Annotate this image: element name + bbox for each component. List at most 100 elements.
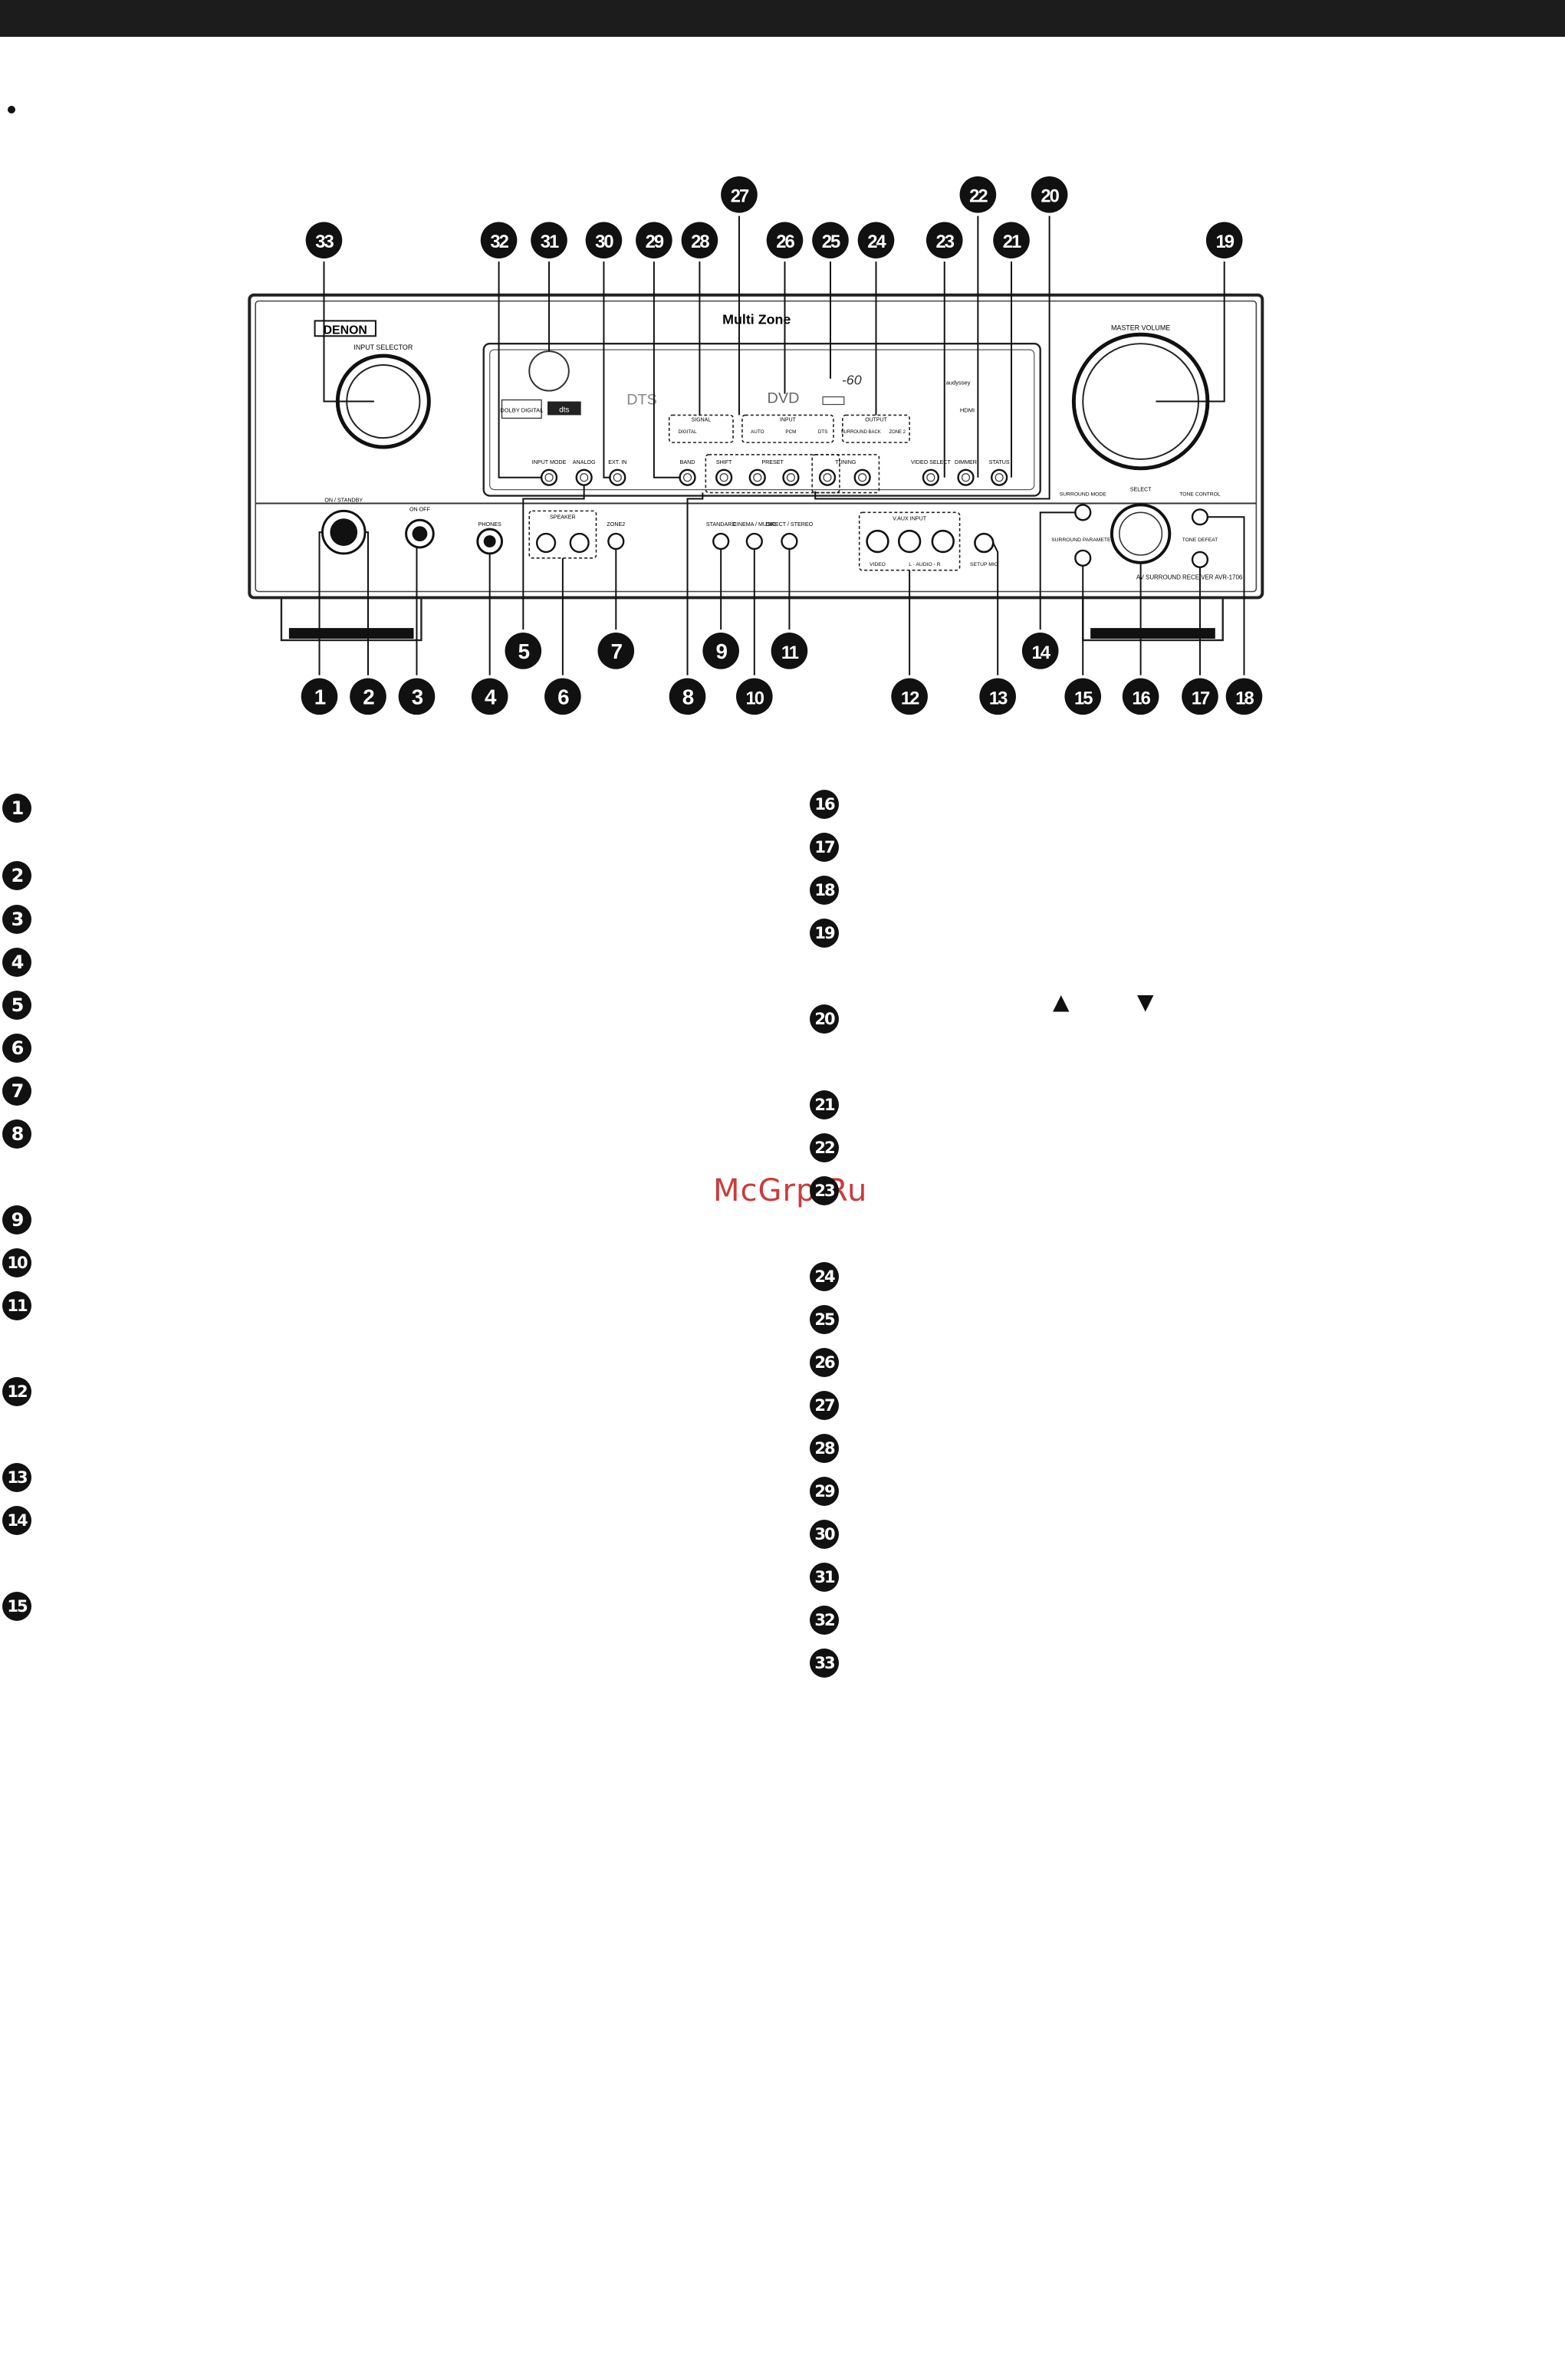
- front-panel-diagram: DENON INPUT SELECTOR MASTER VOLUME Multi…: [0, 169, 1565, 736]
- tuning-label: TUNING: [835, 459, 856, 465]
- svg-text:21: 21: [1003, 232, 1021, 252]
- power-button[interactable]: [405, 518, 435, 549]
- svg-text:18: 18: [1235, 688, 1254, 708]
- description-marker-5: 5: [2, 991, 31, 1020]
- callout-22: 22: [959, 176, 997, 213]
- video-select-button[interactable]: [922, 468, 939, 486]
- callout-29: 29: [636, 222, 672, 259]
- v-aux-audio-r-jack[interactable]: [931, 529, 955, 554]
- audyssey-logo: audyssey: [946, 380, 971, 386]
- description-marker-16: 16: [810, 790, 839, 819]
- ext-in-label: EXT. IN: [608, 459, 626, 465]
- svg-text:22: 22: [969, 186, 988, 207]
- callout-1: 1: [301, 678, 338, 715]
- description-marker-14: 14: [2, 1506, 31, 1535]
- v-aux-audio-l-jack[interactable]: [897, 529, 922, 554]
- multi-zone-logo: Multi Zone: [722, 311, 791, 327]
- svg-text:2: 2: [363, 685, 374, 708]
- callout-28: 28: [681, 222, 718, 259]
- status-label: STATUS: [989, 459, 1010, 465]
- description-marker-27: 27: [810, 1391, 839, 1420]
- callout-13: 13: [979, 678, 1016, 715]
- tone-control-label: TONE CONTROL: [1179, 492, 1221, 498]
- description-marker-6: 6: [2, 1034, 31, 1063]
- direct-stereo-label: DIRECT / STEREO: [766, 521, 814, 528]
- status-button[interactable]: [991, 468, 1008, 486]
- callout-5: 5: [505, 633, 542, 669]
- svg-text:26: 26: [776, 232, 794, 252]
- svg-text:20: 20: [1041, 186, 1059, 207]
- description-marker-13: 13: [2, 1463, 31, 1492]
- preset-up-button[interactable]: [782, 468, 800, 486]
- description-marker-3: 3: [2, 905, 31, 934]
- standard-label: STANDARD: [706, 521, 736, 528]
- power-label: ON OFF: [409, 506, 431, 512]
- description-marker-32: 32: [810, 1606, 839, 1635]
- tuning-down-button[interactable]: [818, 468, 837, 486]
- header-bar: [0, 0, 1565, 37]
- description-marker-9: 9: [2, 1205, 31, 1234]
- v-aux-input-label: V.AUX INPUT: [893, 515, 927, 521]
- callout-17: 17: [1182, 678, 1218, 715]
- description-marker-29: 29: [810, 1477, 839, 1506]
- display-window: [482, 342, 1041, 497]
- callout-21: 21: [993, 222, 1030, 259]
- description-marker-4: 4: [2, 948, 31, 977]
- callout-18: 18: [1225, 678, 1263, 715]
- callout-33: 33: [305, 222, 343, 259]
- callout-9: 9: [702, 633, 739, 669]
- description-marker-11: 11: [2, 1291, 31, 1320]
- audio-lr-label: L - AUDIO - R: [909, 562, 940, 567]
- description-marker-24: 24: [810, 1262, 839, 1291]
- tuning-up-button[interactable]: [853, 468, 871, 486]
- auto-label: AUTO: [751, 429, 764, 435]
- preset-down-button[interactable]: [748, 468, 766, 486]
- svg-text:7: 7: [611, 639, 623, 663]
- svg-text:24: 24: [867, 232, 886, 252]
- dimmer-button[interactable]: [957, 468, 975, 486]
- video-jack-label: VIDEO: [870, 562, 886, 567]
- description-marker-31: 31: [810, 1563, 839, 1592]
- svg-text:10: 10: [746, 688, 764, 708]
- select-label: SELECT: [1130, 487, 1152, 493]
- speaker-b-button[interactable]: [569, 532, 590, 554]
- display-main-text: DVD: [768, 390, 800, 407]
- callout-23: 23: [926, 222, 963, 259]
- front-panel-svg: DENON INPUT SELECTOR MASTER VOLUME Multi…: [248, 176, 1264, 715]
- callout-24: 24: [857, 222, 895, 259]
- callout-12: 12: [891, 678, 928, 715]
- callout-19: 19: [1205, 222, 1243, 259]
- band-button[interactable]: [679, 468, 696, 486]
- model-label: AV SURROUND RECEIVER AVR-1706: [1136, 574, 1243, 581]
- on-standby-label: ON / STANDBY: [324, 497, 363, 503]
- speaker-a-button[interactable]: [535, 532, 557, 554]
- svg-text:6: 6: [557, 685, 569, 708]
- speaker-label: SPEAKER: [550, 514, 576, 520]
- description-marker-8: 8: [2, 1119, 31, 1149]
- svg-text:12: 12: [901, 688, 919, 708]
- description-marker-10: 10: [2, 1248, 31, 1277]
- shift-button[interactable]: [715, 468, 733, 486]
- v-aux-video-jack[interactable]: [866, 529, 889, 554]
- svg-text:28: 28: [691, 232, 709, 252]
- hdmi-logo: HDMI: [960, 406, 975, 413]
- chassis: [248, 293, 1264, 600]
- signal-label: SIGNAL: [692, 417, 712, 422]
- svg-text:25: 25: [822, 232, 840, 252]
- callout-8: 8: [669, 678, 706, 715]
- description-marker-28: 28: [810, 1434, 839, 1463]
- cinema-music-label: CINEMA / MUSIC: [733, 521, 776, 528]
- video-select-label: VIDEO SELECT: [911, 459, 952, 465]
- pcm-label: PCM: [785, 429, 796, 435]
- setup-mic-label: SETUP MIC: [970, 562, 998, 567]
- svg-text:1: 1: [314, 685, 326, 708]
- up-arrow-icon: ▲: [1053, 989, 1070, 1014]
- input-mode-button[interactable]: [540, 468, 558, 486]
- analog-button[interactable]: [575, 468, 593, 486]
- svg-text:30: 30: [595, 232, 613, 252]
- svg-text:11: 11: [781, 643, 799, 663]
- ext-in-button[interactable]: [609, 468, 626, 486]
- callout-30: 30: [585, 222, 623, 259]
- svg-text:32: 32: [490, 232, 508, 252]
